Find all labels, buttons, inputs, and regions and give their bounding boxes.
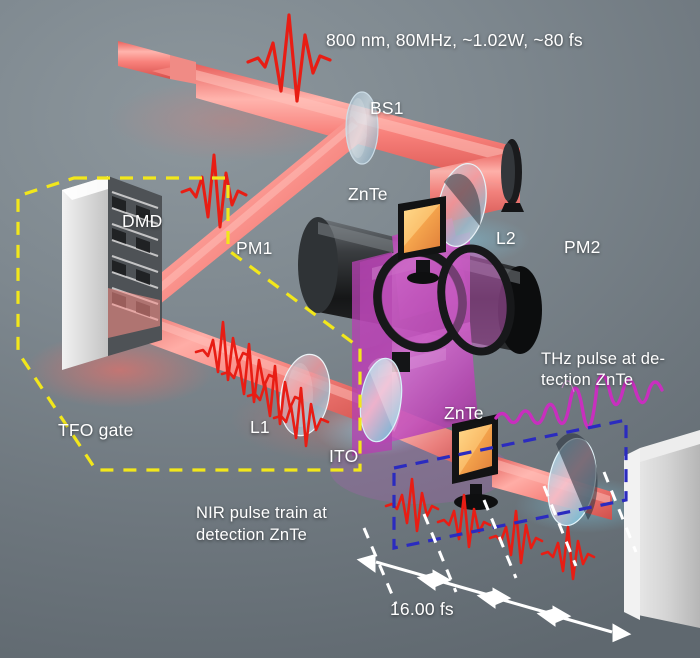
delay-arrow-4 [536,608,632,643]
pulse-trace-source [246,13,332,103]
input-beam-arrow [118,41,196,84]
label-delay-spacing: 16.00 fs [390,599,454,619]
delay-marker-lines [362,471,638,605]
detector-box [624,430,700,628]
label-tfo-gate: TFO gate [58,420,134,440]
dmd-device [62,176,162,370]
label-ito: ITO [329,446,359,466]
turning-mirror-top-right [501,139,524,212]
label-znte-emitter: ZnTe [348,184,388,204]
label-source-spec: 800 nm, 80MHz, ~1.02W, ~80 fs [326,30,583,50]
thz-wave-highlight [561,380,575,393]
znte-emitter-crystal [398,196,446,284]
label-l1: L1 [250,417,270,437]
pm2-mirror-ring [437,244,515,356]
thz-wave-trace [494,373,664,429]
beam-bs1-to-dmd [128,116,368,330]
pulse-trace-pm1 [180,153,248,229]
label-pm1: PM1 [236,238,273,258]
ito-beamsplitter [359,357,403,443]
label-pm2: PM2 [564,237,601,257]
label-l2: L2 [496,228,516,248]
pulse-train-tfo [194,320,330,448]
label-znte-detection: ZnTe [444,403,484,423]
label-thz-note-line2: tection ZnTe [541,371,634,389]
l2-lens [437,163,487,247]
label-nir-note-line2: detection ZnTe [196,526,308,544]
delay-arrows [356,554,632,643]
label-dmd: DMD [122,211,163,231]
label-bs1: BS1 [370,98,404,118]
tfo-gate-dashed-region [16,176,362,472]
label-thz-note-line1: THz pulse at de- [541,350,666,368]
delay-arrow-2 [416,572,512,607]
bs1-beamsplitter [345,91,379,165]
detector-lens [547,433,598,527]
nir-train-dashed-region [392,418,628,550]
label-nir-note-line1: NIR pulse train at [196,504,328,522]
